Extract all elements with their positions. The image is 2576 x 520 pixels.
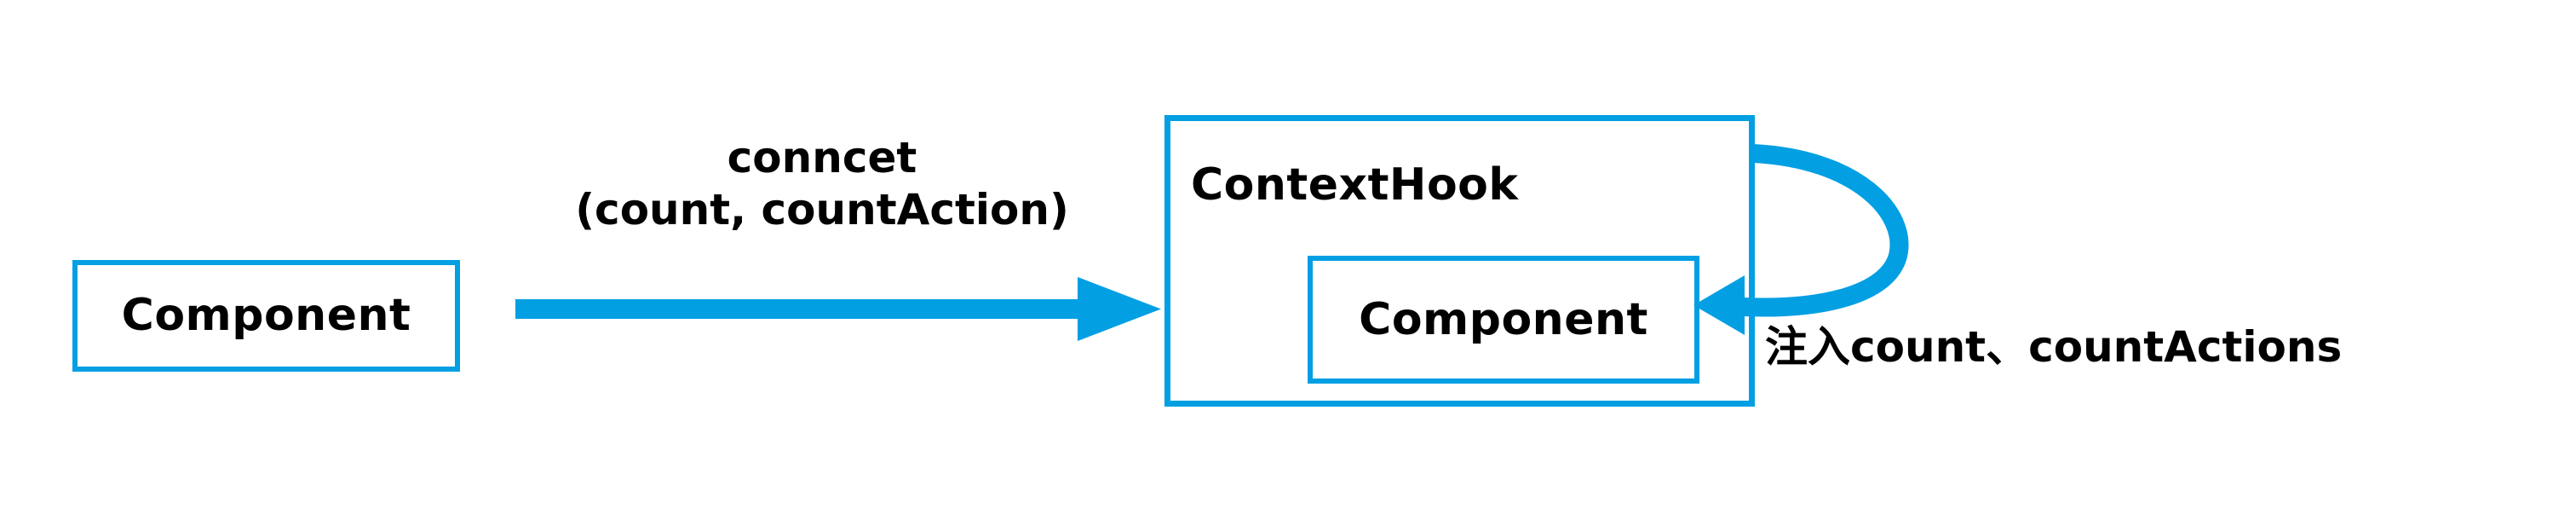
connect-arrow-shaft: [515, 299, 1082, 319]
inject-arrow-head: [1693, 275, 1745, 335]
edge-label-connect-line2: (count, countAction): [575, 185, 1069, 234]
edge-label-connect-line1: conncet: [727, 133, 917, 182]
edge-label-inject: 注入count、countActions: [1765, 322, 2343, 372]
connect-arrow: [515, 277, 1161, 341]
node-box-component-outer[interactable]: [72, 260, 460, 372]
edge-label-connect: conncet (count, countAction): [511, 132, 1133, 236]
node-label-component-inner: Component: [1359, 294, 1648, 345]
node-label-contexthook: ContextHook: [1191, 159, 1519, 211]
node-label-component-outer: Component: [121, 290, 411, 341]
connect-arrow-head: [1078, 277, 1161, 341]
inject-arrow-curve: [1742, 144, 1909, 317]
inject-curved-arrow: [1693, 144, 1909, 335]
node-box-component-inner[interactable]: [1308, 256, 1699, 384]
